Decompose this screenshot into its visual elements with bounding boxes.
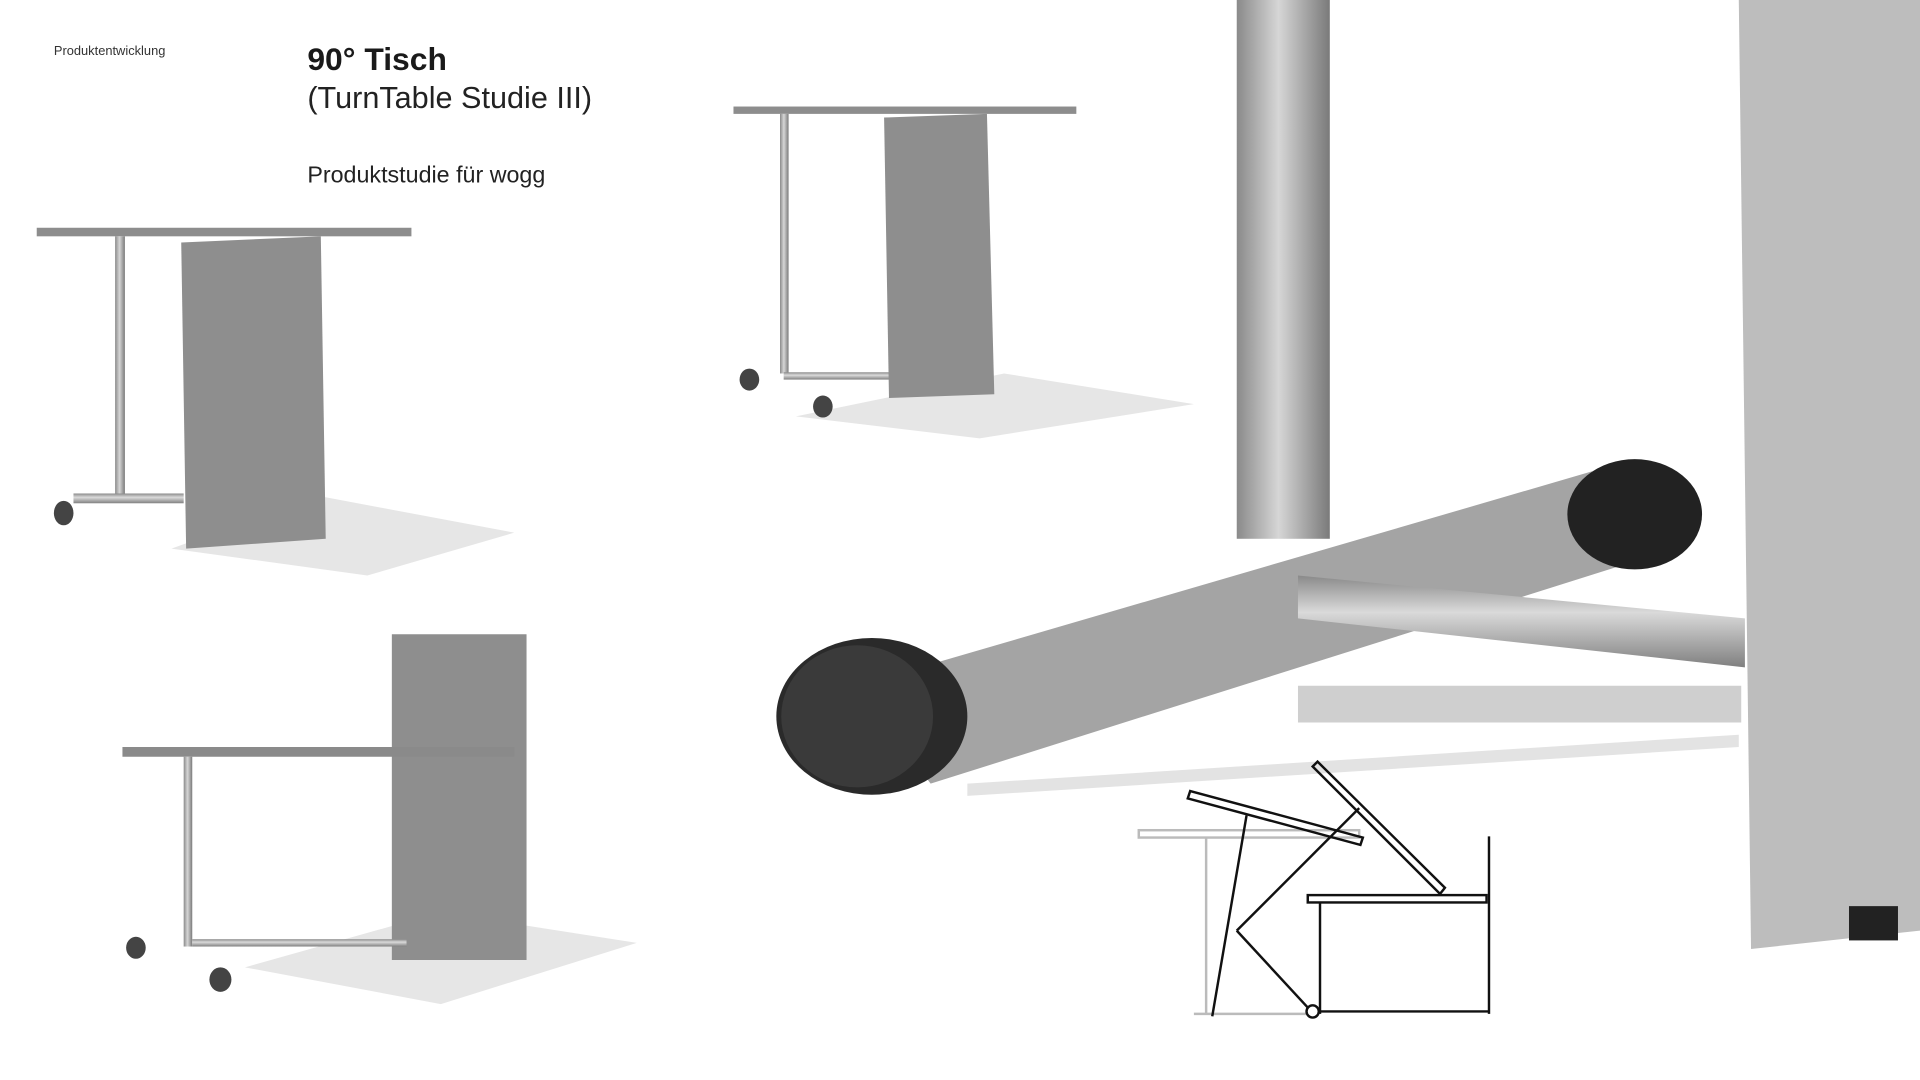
client-line: Produktstudie für wogg xyxy=(307,162,546,189)
page-subtitle: (TurnTable Studie III) xyxy=(307,80,593,116)
section-label: Produktentwicklung xyxy=(53,44,166,59)
foot-closeup xyxy=(776,0,1920,949)
table-view-top xyxy=(733,106,1194,439)
page-title: 90° Tisch xyxy=(307,40,447,78)
table-view-left xyxy=(36,227,515,576)
rotation-diagram xyxy=(1137,759,1491,1019)
table-view-rotated xyxy=(122,634,637,1005)
